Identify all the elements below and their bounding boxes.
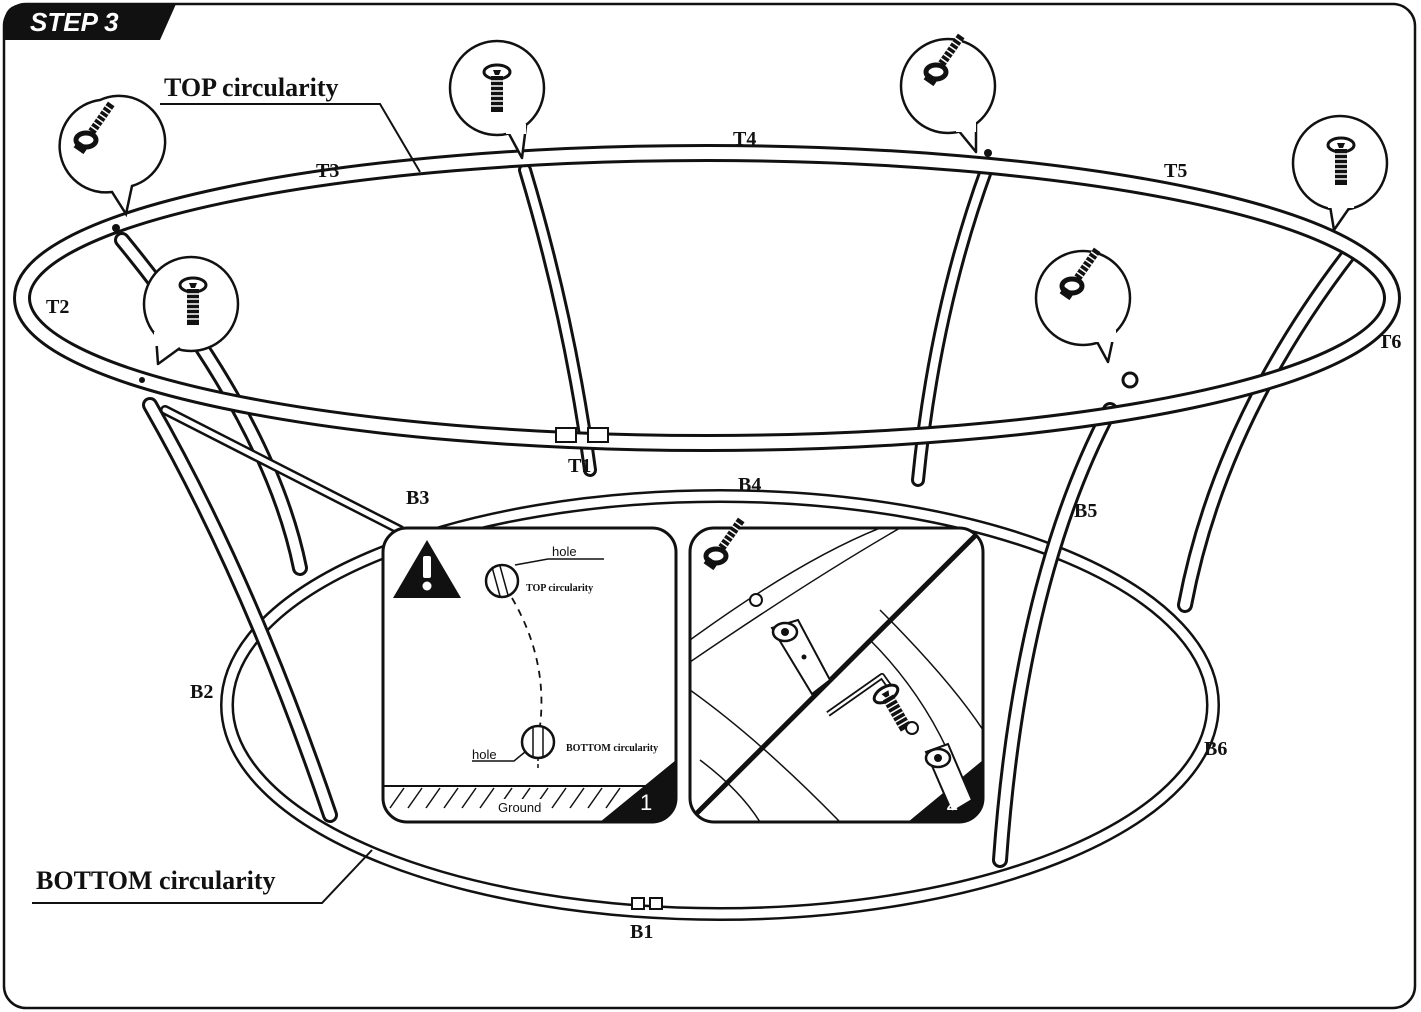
tube-end-lower	[924, 742, 974, 814]
inset-panel-2: 2	[688, 518, 985, 824]
joint-connectors	[112, 149, 1139, 910]
callout-hex-bolt-right	[1291, 114, 1389, 232]
callout-eye-bolt-t2	[58, 94, 167, 218]
callout-hex-bolt-left	[142, 255, 240, 366]
top-hole-detail: hole TOP circularity	[484, 544, 604, 599]
top-circularity-small-label: TOP circularity	[526, 583, 593, 594]
marker-t5: T5	[1164, 160, 1187, 182]
marker-t3: T3	[316, 160, 339, 182]
marker-t2: T2	[46, 296, 69, 318]
marker-b3: B3	[406, 487, 429, 509]
panel-number-1: 1	[640, 790, 652, 815]
marker-b5: B5	[1074, 500, 1097, 522]
alignment-dash	[511, 597, 543, 727]
frame-legs	[114, 161, 1360, 868]
marker-t6: T6	[1378, 331, 1401, 353]
ground-hatch	[383, 785, 676, 809]
callout-hex-bolt-top	[448, 39, 546, 160]
step-title: STEP 3	[30, 7, 119, 37]
bottom-circularity-label: BOTTOM circularity	[36, 866, 276, 895]
hole-label-bottom: hole	[472, 747, 497, 762]
bottom-circularity-callout: BOTTOM circularity	[32, 849, 373, 904]
top-circularity-callout: TOP circularity	[160, 73, 421, 173]
warning-triangle-icon	[393, 540, 461, 598]
hole-label-top: hole	[552, 544, 577, 559]
ring-marker-labels: T1 T2 T3 T4 T5 T6 B1 B2 B3 B4 B5 B6	[46, 128, 1401, 943]
panel-number-corner	[600, 760, 676, 822]
top-circularity-label: TOP circularity	[164, 73, 339, 102]
ground-label: Ground	[498, 800, 541, 815]
panel-number-2: 2	[946, 790, 958, 815]
marker-b2: B2	[190, 681, 213, 703]
marker-t1: T1	[568, 455, 591, 477]
callout-eye-bolt-right	[1034, 248, 1132, 364]
inset-panel-1: hole TOP circularity hole BOTTOM circula…	[381, 526, 678, 824]
tube-end-upper	[770, 618, 832, 696]
marker-b1: B1	[630, 921, 653, 943]
marker-b6: B6	[1204, 738, 1227, 760]
callout-eye-bolt-top	[899, 34, 997, 154]
bottom-circularity-ring	[220, 489, 1220, 921]
marker-t4: T4	[733, 128, 756, 150]
marker-b4: B4	[738, 474, 761, 496]
step-banner: STEP 3	[4, 4, 176, 40]
bottom-hole-detail: hole BOTTOM circularity	[472, 724, 658, 768]
bottom-circularity-small-label: BOTTOM circularity	[566, 743, 658, 754]
top-circularity-ring	[13, 144, 1401, 452]
